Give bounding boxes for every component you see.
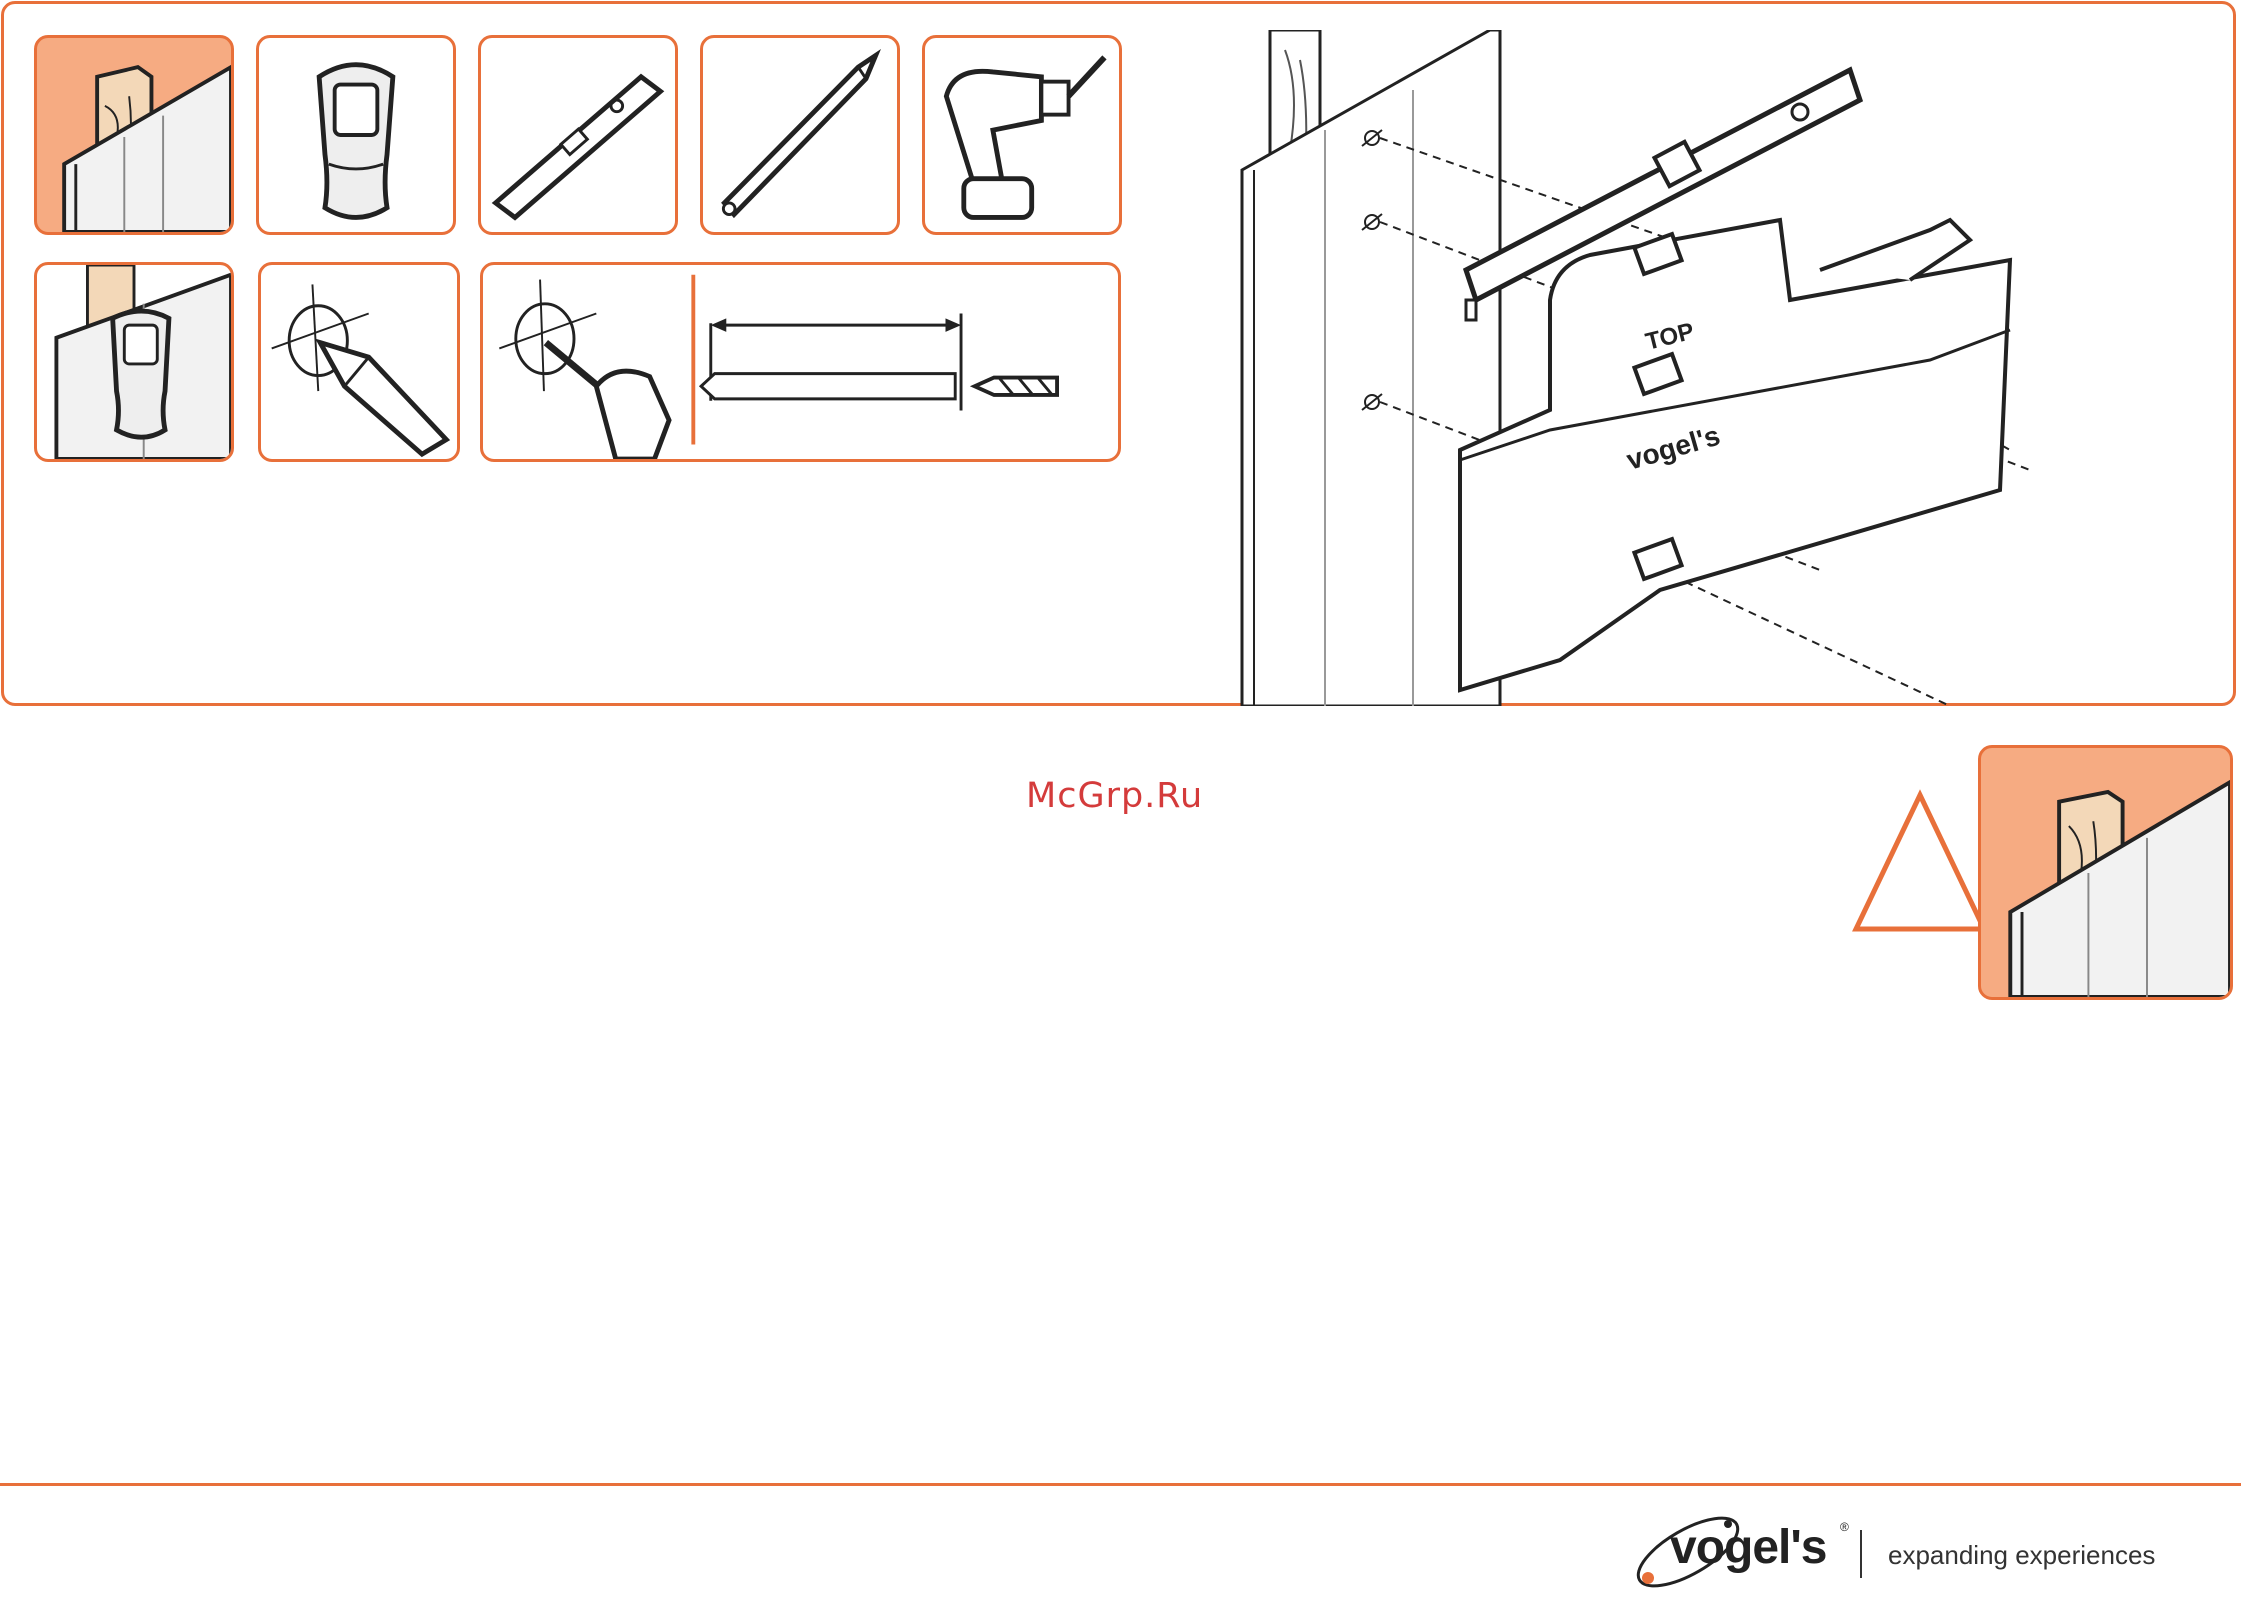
tool-tile-wood-stud bbox=[34, 35, 234, 235]
wall-stud-icon bbox=[37, 38, 231, 232]
stud-finder-icon bbox=[259, 38, 453, 232]
step-tile-drill bbox=[480, 262, 1121, 462]
drill-depth-icon bbox=[483, 265, 1118, 459]
locate-stud-icon bbox=[37, 265, 231, 459]
warning-triangle-icon bbox=[1850, 787, 1990, 937]
pencil-icon bbox=[703, 38, 897, 232]
step-tile-mark-hole bbox=[258, 262, 460, 462]
step-tile-locate-stud bbox=[34, 262, 234, 462]
warning-tile-wood-stud bbox=[1978, 745, 2233, 1000]
tool-tile-pencil bbox=[700, 35, 900, 235]
watermark-text: McGrp.Ru bbox=[1026, 776, 1226, 816]
logo-wordmark: vogel's bbox=[1670, 1520, 1826, 1575]
spirit-level-icon bbox=[481, 38, 675, 232]
vogels-logo: vogel's ® bbox=[1628, 1506, 1848, 1596]
tool-tile-stud-finder bbox=[256, 35, 456, 235]
brand-footer: vogel's ® expanding experiences bbox=[1628, 1506, 2228, 1596]
registered-mark: ® bbox=[1840, 1520, 1849, 1534]
footer-rule bbox=[0, 1483, 2241, 1486]
power-drill-icon bbox=[925, 38, 1119, 232]
tool-tile-drill bbox=[922, 35, 1122, 235]
brand-separator bbox=[1860, 1530, 1862, 1578]
bracket-wall-illustration: TOP vogel's bbox=[1230, 30, 2230, 706]
tool-tile-spirit-level bbox=[478, 35, 678, 235]
brand-tagline: expanding experiences bbox=[1888, 1540, 2155, 1571]
mark-hole-icon bbox=[261, 265, 457, 459]
wall-stud-icon bbox=[1981, 748, 2230, 997]
